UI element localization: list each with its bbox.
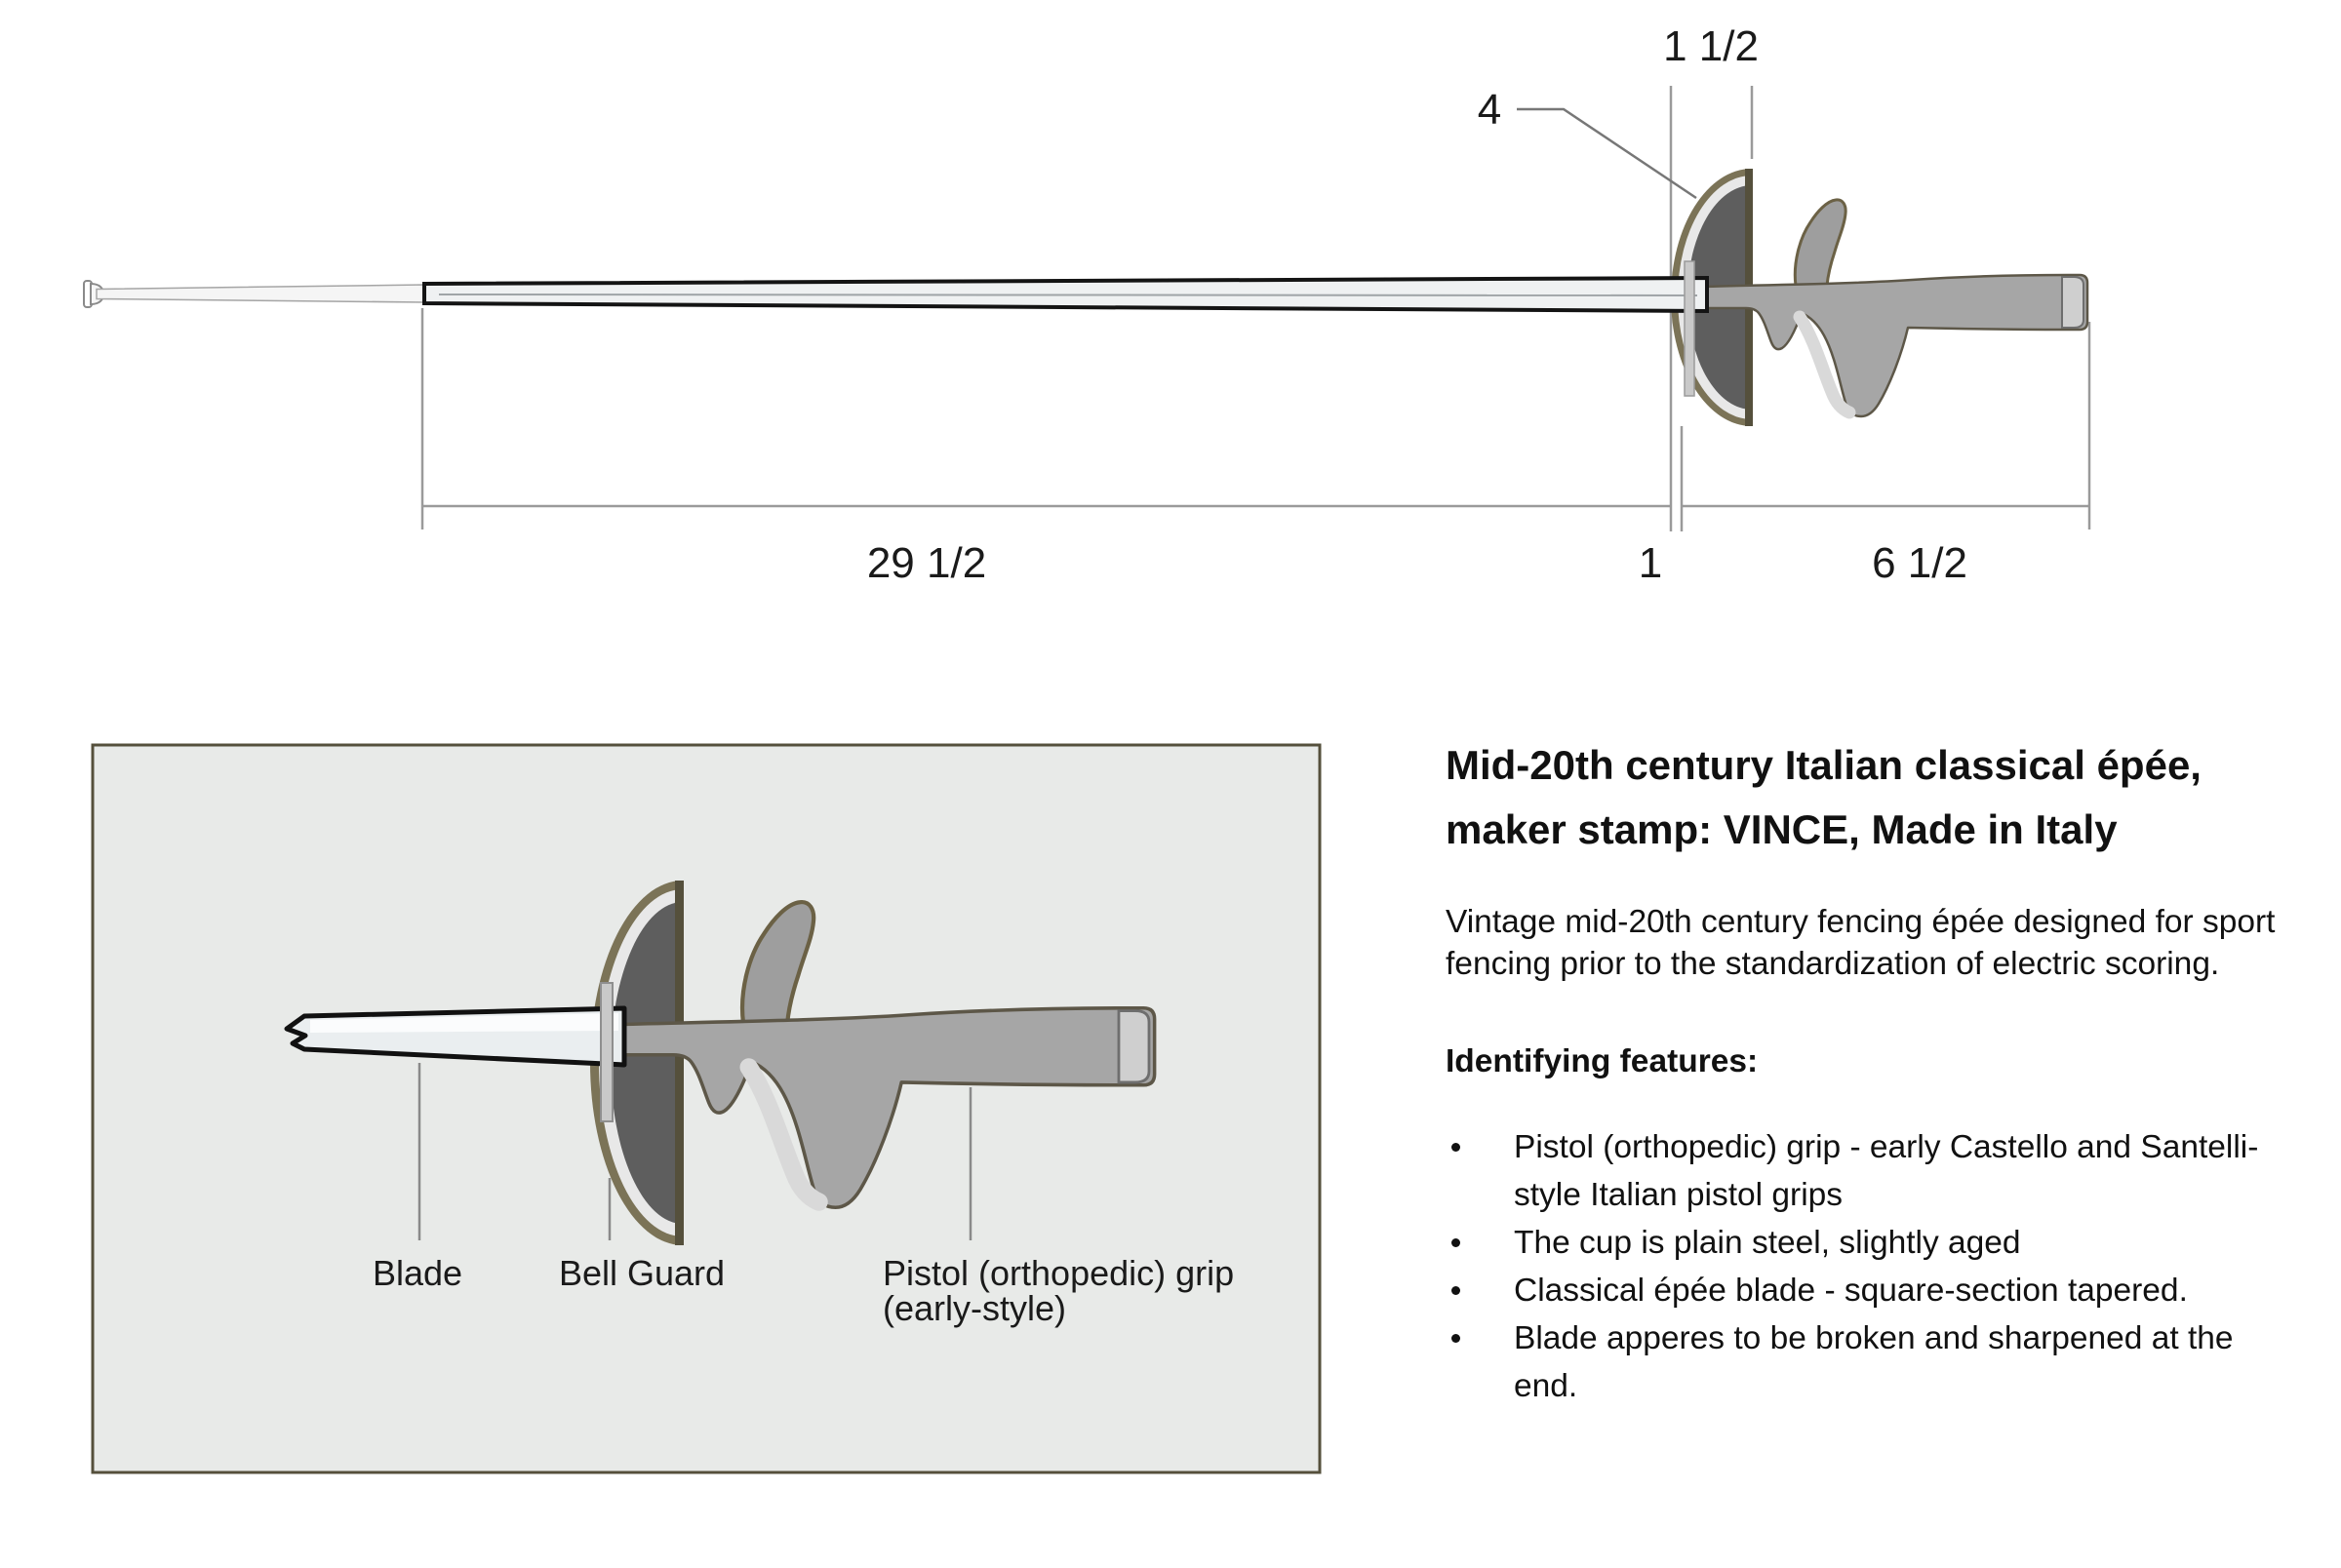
pistol-grip	[1702, 200, 2087, 416]
description-panel: Mid-20th century Italian classical épée,…	[1446, 733, 2323, 1410]
measurement-diagram: 1 1/2 4 29 1/2 1 6 1/2	[83, 22, 2089, 587]
dim-label-ricasso: 1	[1639, 539, 1662, 587]
bell-guard-back-edge	[675, 881, 684, 1245]
feature-text: Blade apperes to be broken and sharpened…	[1514, 1320, 2234, 1404]
label-blade: Blade	[373, 1253, 462, 1293]
tang-plate-closeup	[600, 982, 614, 1122]
feature-item: Classical épée blade - square-section ta…	[1446, 1267, 2304, 1314]
blade	[83, 275, 1709, 314]
leader-line-guard-diameter	[1517, 107, 1697, 200]
feature-item: The cup is plain steel, slightly aged	[1446, 1219, 2304, 1267]
bell-guard-closeup	[590, 881, 684, 1245]
label-grip-line1: Pistol (orthopedic) grip	[883, 1253, 1234, 1293]
blade-center-line	[438, 294, 1698, 296]
title-line1: Mid-20th century Italian classical épée,	[1446, 742, 2202, 788]
dim-label-cup-depth: 1 1/2	[1663, 22, 1759, 70]
bell-guard-cup	[611, 902, 683, 1224]
parts-box	[91, 743, 1322, 1474]
label-grip-line2: (early-style)	[883, 1288, 1066, 1328]
feature-text: Pistol (orthopedic) grip - early Castell…	[1514, 1129, 2259, 1213]
blade-highlight	[310, 1013, 618, 1033]
dim-label-blade-length: 29 1/2	[867, 539, 986, 587]
features-list: Pistol (orthopedic) grip - early Castell…	[1446, 1123, 2304, 1410]
dim-label-grip-length: 6 1/2	[1872, 539, 1967, 587]
title-line2: maker stamp: VINCE, Made in Italy	[1446, 806, 2118, 852]
feature-text: The cup is plain steel, slightly aged	[1514, 1225, 2021, 1261]
dim-label-guard-diameter: 4	[1478, 86, 1501, 134]
epee-side-view	[83, 169, 2087, 426]
label-bell-guard: Bell Guard	[559, 1253, 725, 1293]
page-title: Mid-20th century Italian classical épée,…	[1446, 733, 2323, 862]
feature-text: Classical épée blade - square-section ta…	[1514, 1273, 2188, 1309]
features-heading: Identifying features:	[1446, 1043, 1759, 1079]
tang-plate	[1684, 260, 1695, 397]
part-leader-lines	[417, 1063, 972, 1240]
parts-diagram: Blade Bell Guard Pistol (orthopedic) gri…	[91, 743, 1322, 1474]
feature-item: Pistol (orthopedic) grip - early Castell…	[1446, 1123, 2304, 1219]
feature-item: Blade apperes to be broken and sharpened…	[1446, 1314, 2304, 1410]
intro-paragraph: Vintage mid-20th century fencing épée de…	[1446, 904, 2276, 982]
blade-closeup	[284, 1005, 627, 1068]
blade-needle-section	[96, 284, 425, 303]
